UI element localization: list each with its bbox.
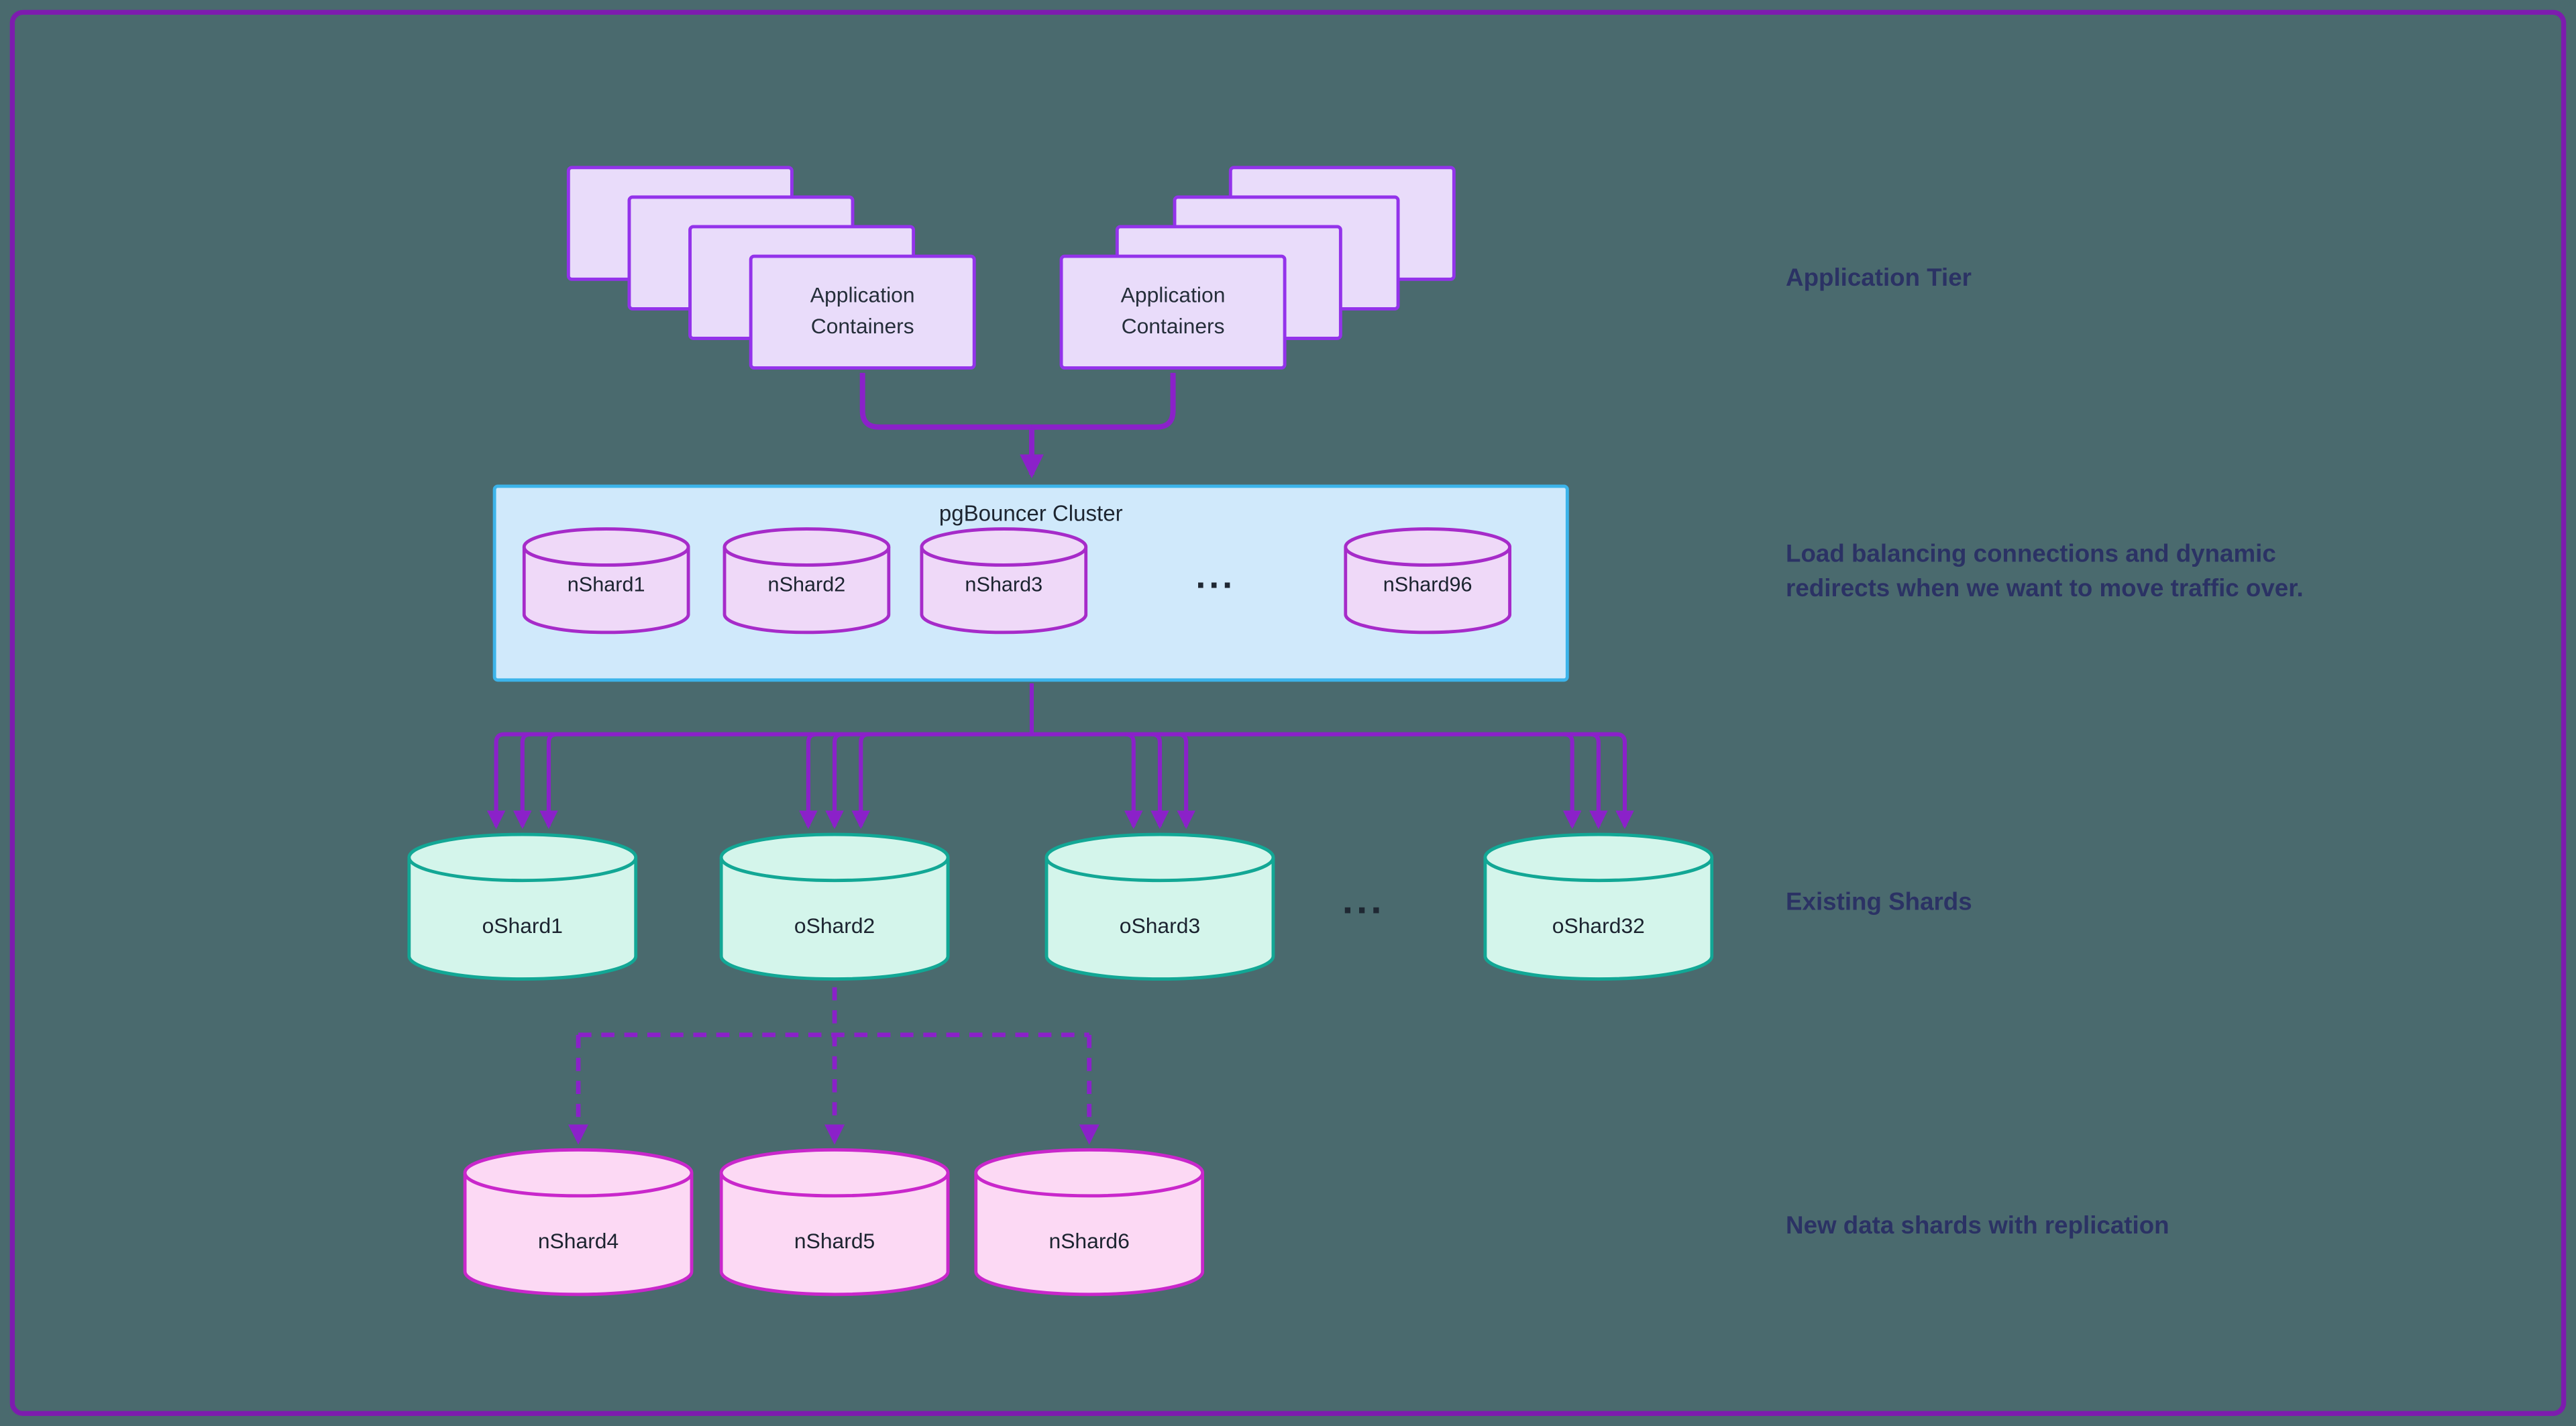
database-cylinder-icon bbox=[407, 832, 638, 981]
label-application-tier: Application Tier bbox=[1786, 264, 1972, 292]
database-cylinder-icon bbox=[1044, 832, 1275, 981]
database-cylinder-icon bbox=[1344, 527, 1512, 635]
cylinder-nshard5: nShard5 bbox=[719, 1146, 950, 1301]
cylinder-oshard32: oShard32 bbox=[1483, 831, 1714, 985]
database-cylinder-icon bbox=[722, 527, 891, 635]
app-containers-node-left: Application Containers bbox=[749, 254, 976, 370]
cylinder-oshard3: oShard3 bbox=[1044, 831, 1275, 985]
app-containers-node-right: Application Containers bbox=[1059, 254, 1287, 370]
cylinder-oshard1: oShard1 bbox=[407, 831, 638, 985]
label-new-shards: New data shards with replication bbox=[1786, 1212, 2169, 1240]
cylinder-label: nShard2 bbox=[767, 573, 846, 596]
cylinder-label: nShard96 bbox=[1383, 573, 1472, 596]
ellipsis-oshards: ... bbox=[1342, 879, 1385, 924]
cylinder-nshard6: nShard6 bbox=[974, 1146, 1205, 1301]
database-cylinder-icon bbox=[719, 832, 950, 981]
cylinder-nshard3: nShard3 bbox=[920, 526, 1088, 638]
cylinder-label: nShard3 bbox=[965, 573, 1043, 596]
cylinder-oshard2: oShard2 bbox=[719, 831, 950, 985]
label-load-balancing: Load balancing connections and dynamic r… bbox=[1786, 540, 2304, 603]
app-card-label: Application Containers bbox=[810, 282, 915, 339]
cylinder-nshard96: nShard96 bbox=[1344, 526, 1512, 638]
cylinder-label: nShard5 bbox=[794, 1228, 875, 1254]
cylinder-label: nShard4 bbox=[537, 1228, 619, 1254]
cylinder-label: oShard1 bbox=[482, 913, 563, 938]
database-cylinder-icon bbox=[719, 1148, 950, 1297]
cylinder-label: oShard2 bbox=[794, 913, 875, 938]
cylinder-label: oShard3 bbox=[1119, 913, 1201, 938]
database-cylinder-icon bbox=[1483, 832, 1714, 981]
ellipsis-nshards: ... bbox=[1195, 555, 1236, 596]
database-cylinder-icon bbox=[920, 527, 1088, 635]
label-existing-shards: Existing Shards bbox=[1786, 888, 1972, 917]
database-cylinder-icon bbox=[974, 1148, 1205, 1297]
cylinder-nshard2: nShard2 bbox=[722, 526, 891, 638]
app-card-label: Application Containers bbox=[1120, 282, 1226, 339]
database-cylinder-icon bbox=[463, 1148, 694, 1297]
cylinder-label: nShard1 bbox=[567, 573, 645, 596]
cylinder-nshard4: nShard4 bbox=[463, 1146, 694, 1301]
cylinder-label: oShard32 bbox=[1552, 913, 1645, 938]
pgbouncer-title: pgBouncer Cluster bbox=[938, 500, 1123, 526]
cylinder-nshard1: nShard1 bbox=[522, 526, 690, 638]
cylinder-label: nShard6 bbox=[1049, 1228, 1130, 1254]
database-cylinder-icon bbox=[522, 527, 690, 635]
